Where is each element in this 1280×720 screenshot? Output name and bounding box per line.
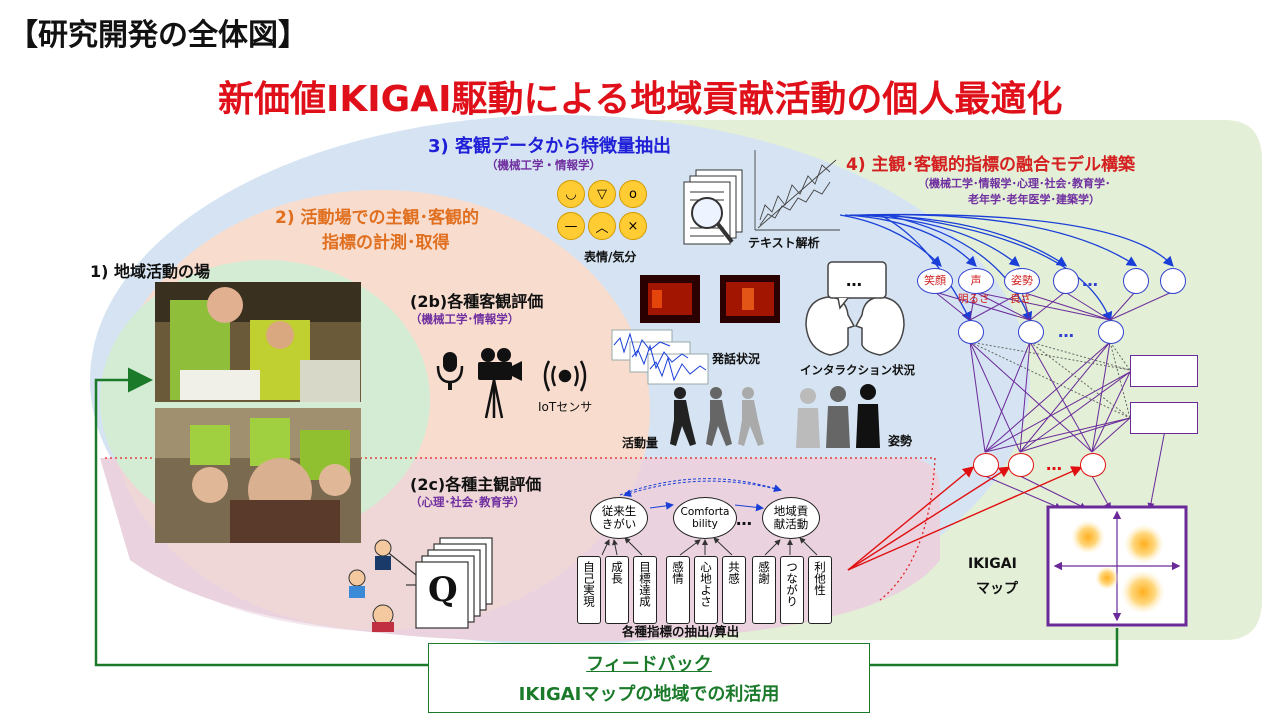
factor-community-contribution: 地域貢献活動 xyxy=(762,497,820,539)
low-layer-ellipsis: … xyxy=(1046,455,1062,474)
video-camera-icon xyxy=(478,348,522,419)
ikigai-map-label-line1: IKIGAI xyxy=(968,556,1017,572)
posture-figures xyxy=(796,384,880,448)
output-box-2 xyxy=(1130,402,1198,434)
dizzy-emoji-icon: × xyxy=(619,212,647,240)
node-low-1 xyxy=(973,453,999,477)
iot-label: IoTセンサ xyxy=(538,400,593,414)
person-icons xyxy=(348,539,394,632)
text-analysis-graphic xyxy=(683,150,840,245)
feedback-box: フィードバック IKIGAIマップの地域での利活用 xyxy=(428,643,870,713)
section4-subtitle-line2: 老年学･老年医学･建築学） xyxy=(968,193,1100,206)
node-posture-sublabel: 良さ xyxy=(1010,293,1031,305)
indicator-growth: 成長 xyxy=(605,556,629,624)
activity-label: 活動量 xyxy=(622,436,659,450)
section2b-subtitle: （機械工学･情報学） xyxy=(410,312,520,326)
ikigai-map-label-line2: マップ xyxy=(976,581,1018,597)
iot-sensor-icon xyxy=(543,360,587,392)
angry-emoji-icon: ︿ xyxy=(588,212,616,240)
walking-figures xyxy=(670,387,764,446)
section4-subtitle-line1: （機械工学･情報学･心理･社会･教育学･ xyxy=(918,177,1111,190)
section2-title-line2: 指標の計測･取得 xyxy=(322,233,450,253)
neutral-emoji-icon: — xyxy=(557,212,585,240)
node-top-4 xyxy=(1053,268,1079,294)
factor-ikigai: 従来生きがい xyxy=(590,497,648,539)
node-posture: 姿勢 xyxy=(1004,268,1040,294)
node-top-6 xyxy=(1160,268,1186,294)
speech-bubble-text: … xyxy=(846,271,862,290)
node-mid-1 xyxy=(958,320,984,344)
questionnaire-letter: Q xyxy=(428,570,458,610)
section1-title: 1) 地域活動の場 xyxy=(90,262,211,281)
factor-ellipsis: … xyxy=(736,510,752,529)
indicator-altruism: 利他性 xyxy=(808,556,832,624)
fear-emoji-icon: o xyxy=(619,180,647,208)
main-title: 新価値IKIGAI駆動による地域貢献活動の個人最適化 xyxy=(218,79,1063,120)
feedback-loop xyxy=(94,380,1119,667)
section3-title: 3) 客観データから特徴量抽出 xyxy=(428,136,672,157)
node-low-2 xyxy=(1008,453,1034,477)
node-voice-sublabel: 明るさ xyxy=(958,293,990,305)
feedback-title: フィードバック xyxy=(586,654,712,675)
activity-photo-2 xyxy=(155,408,361,543)
indicator-comfort: 心地よさ xyxy=(694,556,718,624)
section2c-subtitle: （心理･社会･教育学） xyxy=(410,495,525,509)
node-mid-2 xyxy=(1018,320,1044,344)
section2-title-line1: 2) 活動場での主観･客観的 xyxy=(275,208,480,228)
output-box-1 xyxy=(1130,355,1198,387)
indicator-connection: つながり xyxy=(780,556,804,624)
indicator-gratitude: 感謝 xyxy=(752,556,776,624)
expression-label: 表情/気分 xyxy=(584,250,637,264)
node-top-5 xyxy=(1123,268,1149,294)
section2b-title: (2b)各種客観評価 xyxy=(410,292,544,311)
grin-emoji-icon: ▽ xyxy=(588,180,616,208)
indicator-self-actualization: 自己実現 xyxy=(577,556,601,624)
interaction-heads xyxy=(805,261,905,356)
speech-label: 発話状況 xyxy=(712,352,761,366)
spectrogram-images xyxy=(640,275,780,323)
section3-subtitle: （機械工学・情報学） xyxy=(486,158,601,172)
smile-emoji-icon: ◡ xyxy=(557,180,585,208)
section-title: 【研究開発の全体図】 xyxy=(8,18,308,53)
questionnaire-stack xyxy=(384,537,493,629)
microphone-icon xyxy=(436,352,464,390)
section2c-title: (2c)各種主観評価 xyxy=(410,475,542,494)
text-analysis-label: テキスト解析 xyxy=(748,236,820,250)
indicator-empathy: 共感 xyxy=(722,556,746,624)
top-layer-ellipsis: … xyxy=(1082,271,1098,290)
indicator-extraction-label: 各種指標の抽出/算出 xyxy=(622,624,740,639)
indicator-emotion: 感情 xyxy=(666,556,690,624)
mid-layer-ellipsis: … xyxy=(1058,322,1074,341)
node-voice: 声 xyxy=(958,268,994,294)
feedback-subtitle: IKIGAIマップの地域での利活用 xyxy=(518,684,780,705)
factor-comfortability: Comfortability xyxy=(673,497,737,539)
interaction-label: インタラクション状況 xyxy=(800,363,915,377)
section4-title: 4) 主観･客観的指標の融合モデル構築 xyxy=(846,155,1136,175)
node-smile: 笑顔 xyxy=(917,268,953,294)
posture-label: 姿勢 xyxy=(888,434,913,448)
activity-photo-1 xyxy=(155,282,361,402)
node-low-3 xyxy=(1080,453,1106,477)
indicator-goal-achievement: 目標達成 xyxy=(633,556,657,624)
node-mid-3 xyxy=(1098,320,1124,344)
